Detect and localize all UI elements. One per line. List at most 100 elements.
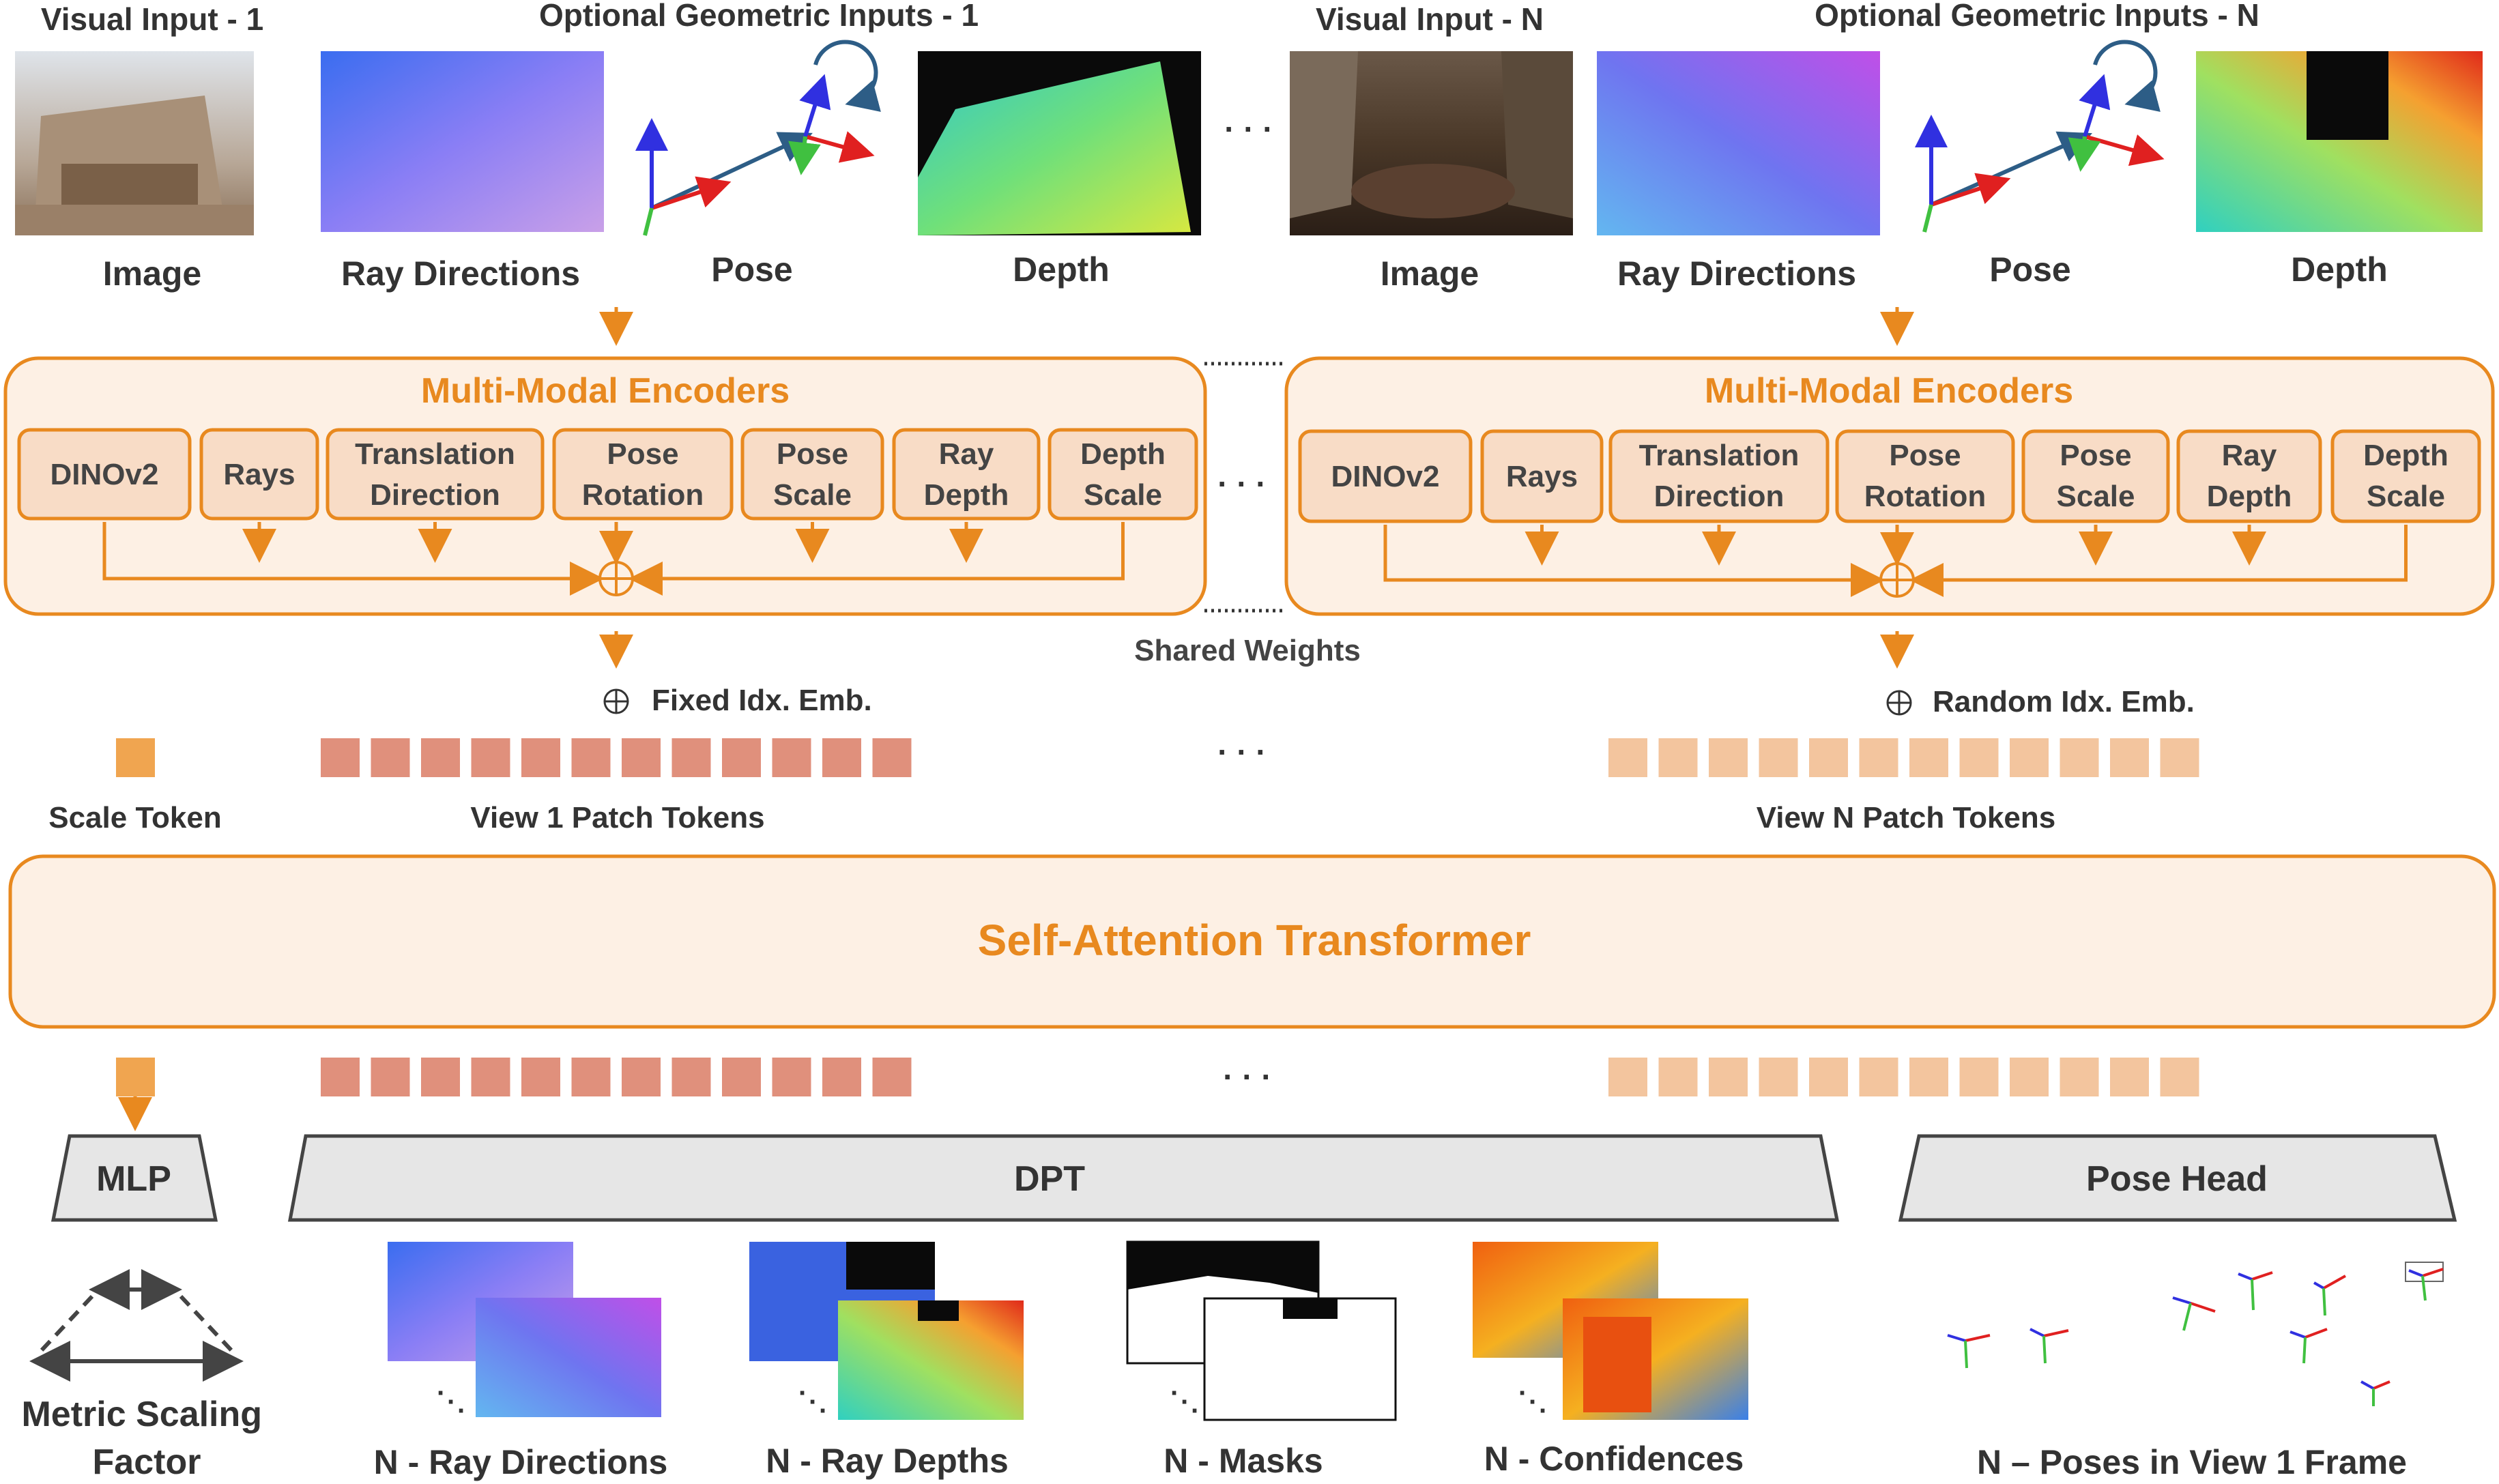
patch-token	[321, 738, 360, 777]
viewN-label-depth: Depth	[2291, 250, 2388, 289]
patch-token	[1959, 1058, 1999, 1096]
view1-ray-directions-map	[321, 51, 604, 232]
shared-weights-label: Shared Weights	[1134, 634, 1361, 667]
patch-token	[2110, 1058, 2149, 1096]
view1-label-image: Image	[103, 254, 202, 293]
patch-token	[1959, 738, 1999, 777]
viewN-pose-axes-icon	[1915, 40, 2165, 233]
view1-label-ray-directions: Ray Directions	[341, 254, 580, 293]
svg-text:·: ·	[1529, 1387, 1537, 1417]
encoder-sum-icon	[598, 561, 634, 596]
dots-top: · · ·	[1224, 111, 1273, 147]
svg-text:·: ·	[1181, 1387, 1189, 1417]
encoder-module-label: Rays	[1506, 460, 1578, 493]
metric-scaling-label: Metric Scaling Factor	[21, 1395, 272, 1482]
encoder-title-view1: Multi-Modal Encoders	[421, 371, 790, 411]
view1-patch-tokens-label: View 1 Patch Tokens	[470, 801, 764, 834]
geometric-inputs-n-title: Optional Geometric Inputs - N	[1815, 0, 2259, 33]
patch-token	[1608, 1058, 1647, 1096]
output-poses-scatter	[1947, 1262, 2444, 1406]
patch-token	[1859, 738, 1898, 777]
patch-token	[2110, 738, 2149, 777]
svg-text:·: ·	[447, 1387, 456, 1417]
patch-token	[1759, 1058, 1798, 1096]
output-label-masks: N - Masks	[1164, 1442, 1323, 1480]
viewN-label-pose: Pose	[1989, 250, 2071, 289]
patch-token	[1809, 1058, 1848, 1096]
encoder-module-pose-scale	[740, 428, 884, 521]
patch-token	[421, 738, 460, 777]
patch-token	[772, 1058, 811, 1096]
encoder-flow-arrow	[1909, 525, 2408, 597]
patch-token	[471, 1058, 510, 1096]
output-label-ray-depths: N - Ray Depths	[766, 1442, 1009, 1480]
patch-token	[1859, 1058, 1898, 1096]
patch-token	[772, 738, 811, 777]
patch-token	[1909, 1058, 1948, 1096]
encoder-module-ray-depth	[892, 428, 1041, 521]
viewN-depth-map	[2196, 51, 2483, 232]
patch-token	[722, 1058, 761, 1096]
patch-token	[822, 1058, 861, 1096]
patch-token	[371, 1058, 410, 1096]
dots-tokens-in: · · ·	[1217, 734, 1267, 770]
patch-token	[1809, 738, 1848, 777]
patch-token	[2010, 1058, 2049, 1096]
encoder-module-dinov2	[17, 428, 192, 521]
patch-token	[872, 738, 912, 777]
patch-token	[822, 738, 861, 777]
patch-token	[571, 1058, 611, 1096]
self-attention-transformer-block	[8, 854, 2496, 1029]
encoder-module-rays	[1480, 429, 1604, 523]
encoder-flow-arrow	[629, 522, 1125, 596]
encoder-module-dinov2	[1298, 429, 1473, 523]
encoder-module-depth-scale	[2330, 429, 2481, 523]
viewN-patch-tokens-label: View N Patch Tokens	[1757, 801, 2056, 834]
patch-token	[622, 738, 661, 777]
viewN-image-thumbnail	[1290, 51, 1573, 235]
svg-text:·: ·	[1539, 1396, 1548, 1426]
dots-encoders: · · ·	[1217, 466, 1267, 501]
fixed-idx-emb-plus-icon	[603, 688, 629, 714]
patch-token	[1909, 738, 1948, 777]
pose-head: Pose Head	[1898, 1134, 2457, 1222]
output-label-ray-directions: N - Ray Directions	[374, 1443, 668, 1481]
patch-token	[1709, 738, 1748, 777]
fixed-idx-emb-label: Fixed Idx. Emb.	[652, 684, 872, 717]
patch-token	[2160, 738, 2199, 777]
random-idx-emb-plus-icon	[1886, 690, 1912, 716]
svg-text:·: ·	[1191, 1396, 1200, 1426]
random-idx-emb-label: Random Idx. Emb.	[1933, 685, 2195, 718]
view1-patch-tokens-out	[321, 1058, 912, 1096]
view1-label-pose: Pose	[711, 250, 793, 289]
patch-token	[1658, 1058, 1698, 1096]
patch-token	[671, 1058, 711, 1096]
output-label-confidences: N - Confidences	[1484, 1440, 1744, 1478]
encoder-module-label: DINOv2	[50, 458, 159, 491]
patch-token	[622, 1058, 661, 1096]
patch-token	[371, 738, 410, 777]
svg-text:·: ·	[1170, 1378, 1179, 1408]
view1-depth-map	[918, 51, 1201, 235]
mlp-head: MLP	[50, 1134, 218, 1222]
svg-text:·: ·	[437, 1378, 446, 1408]
output-label-poses: N – Poses in View 1 Frame	[1977, 1443, 2407, 1481]
dpt-head: DPT	[287, 1134, 1840, 1222]
patch-token	[1759, 738, 1798, 777]
view1-pose-axes-icon	[635, 40, 881, 236]
encoder-module-depth-scale	[1048, 428, 1198, 521]
view1-patch-tokens-in	[321, 738, 912, 777]
patch-token	[471, 738, 510, 777]
patch-token	[671, 738, 711, 777]
geometric-inputs-1-title: Optional Geometric Inputs - 1	[539, 0, 979, 33]
scale-token-out	[116, 1058, 155, 1096]
svg-text:·: ·	[1518, 1378, 1527, 1408]
patch-token	[1658, 738, 1698, 777]
